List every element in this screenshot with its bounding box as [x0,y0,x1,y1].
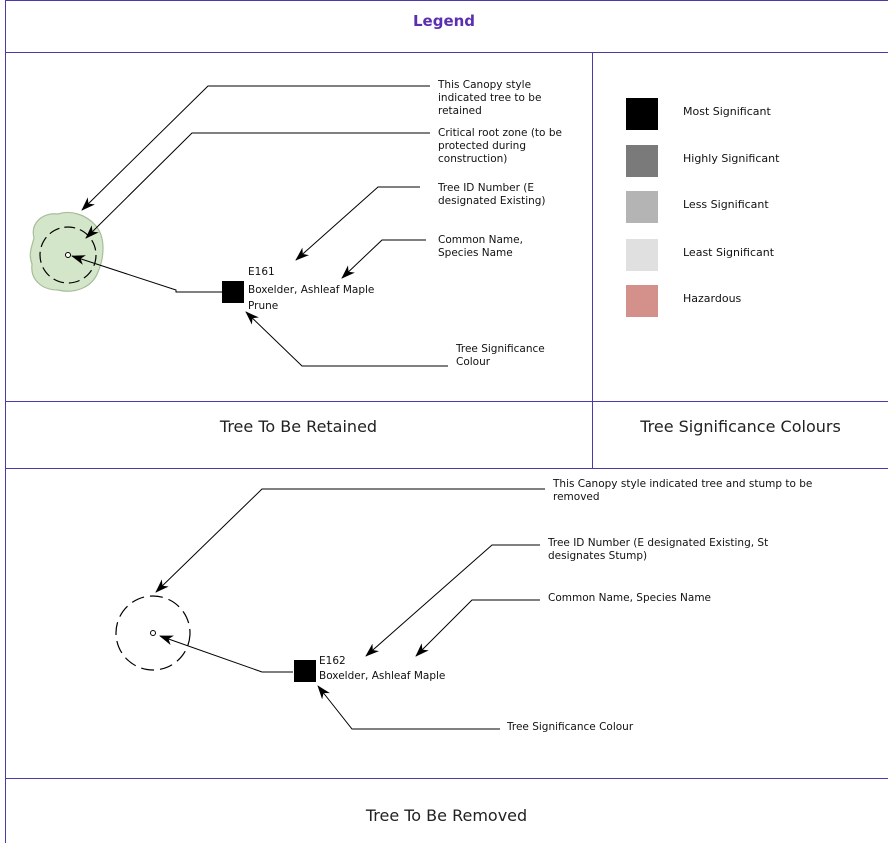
retained-tree-note: Prune [248,300,279,312]
swatch-label-less-significant: Less Significant [683,198,769,211]
swatch-label-hazardous: Hazardous [683,292,742,305]
annotation-removed-significance: Tree Significance Colour [507,721,634,733]
section-horizontal-divider [5,468,888,469]
swatch-less-significant [626,191,658,223]
annotation-removed-tree-id: Tree ID Number (E designated Existing, S… [548,537,769,562]
annotation-removed-common-name: Common Name, Species Name [548,592,712,604]
retained-section-label: Tree To Be Retained [219,417,378,436]
left-border [5,0,6,843]
annotation-significance-colour: Tree Significance Colour [456,343,545,368]
annotation-canopy-retained: This Canopy style indicated tree to be r… [438,79,542,117]
swatch-least-significant [626,239,658,271]
swatch-label-least-significant: Least Significant [683,246,775,259]
legend-title: Legend [412,12,476,30]
top-border [5,0,888,1]
removed-tree-name: Boxelder, Ashleaf Maple [319,670,446,682]
retained-tree-name: Boxelder, Ashleaf Maple [248,284,375,296]
annotation-canopy-removed: This Canopy style indicated tree and stu… [553,478,813,503]
section-vertical-divider [592,52,593,468]
annotation-critical-root-zone: Critical root zone (to be protected duri… [438,127,562,165]
leader-common-name [341,239,426,279]
swatch-label-most-significant: Most Significant [683,105,771,118]
leader-marker-to-tree [71,255,222,293]
annotation-tree-id: Tree ID Number (E designated Existing) [438,182,546,207]
leader-root-zone [85,132,430,239]
retained-label-divider [5,401,888,402]
leader-removed-canopy [155,488,545,593]
retained-significance-marker [222,281,244,303]
removed-tree-id: E162 [319,655,346,667]
removed-canopy [115,595,191,671]
leader-removed-name [415,599,540,657]
legend-title-divider [5,52,888,53]
swatch-most-significant [626,98,658,130]
swatch-hazardous [626,285,658,317]
leader-significance [245,311,448,367]
removed-label-divider [5,778,888,779]
swatch-label-highly-significant: Highly Significant [683,152,780,165]
annotation-common-name: Common Name, Species Name [438,234,523,259]
leader-removed-marker-to-tree [159,635,293,673]
leader-tree-id [295,186,420,261]
colours-section-label: Tree Significance Colours [640,417,841,436]
swatch-highly-significant [626,145,658,177]
leader-removed-id [365,544,540,657]
retained-canopy [29,211,104,292]
removed-section-label: Tree To Be Removed [365,806,528,825]
leader-removed-significance [317,685,500,730]
leader-canopy [81,85,430,211]
removed-significance-marker [294,660,316,682]
retained-tree-id: E161 [248,266,275,278]
